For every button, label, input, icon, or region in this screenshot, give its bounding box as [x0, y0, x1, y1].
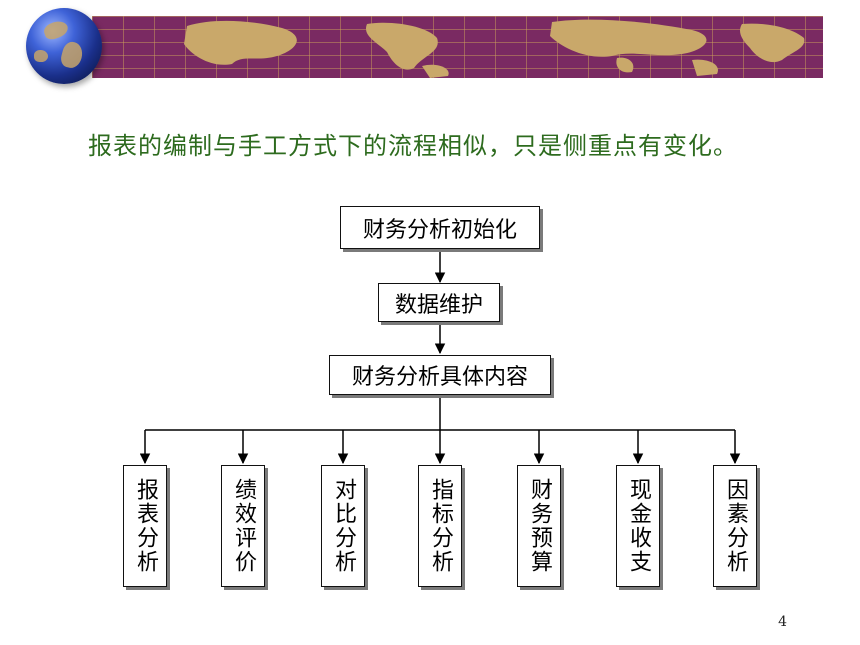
branch-factor-analysis: 因素分析	[713, 465, 757, 587]
branch-comparative-analysis: 对比分析	[321, 465, 365, 587]
branch-financial-budget: 财务预算	[517, 465, 561, 587]
step-data-maintenance: 数据维护	[378, 283, 500, 322]
page-number: 4	[778, 614, 787, 630]
branch-cash-flow: 现金收支	[616, 465, 660, 587]
branch-performance-evaluation: 绩效评价	[221, 465, 265, 587]
branch-report-analysis: 报表分析	[123, 465, 167, 587]
step-initialization: 财务分析初始化	[340, 206, 540, 249]
world-map-banner	[92, 16, 823, 78]
globe-icon	[26, 8, 102, 84]
world-map-icon	[184, 19, 805, 78]
step-analysis-content: 财务分析具体内容	[329, 355, 551, 395]
branch-indicator-analysis: 指标分析	[418, 465, 462, 587]
slide-headline: 报表的编制与手工方式下的流程相似，只是侧重点有变化。	[88, 132, 738, 160]
